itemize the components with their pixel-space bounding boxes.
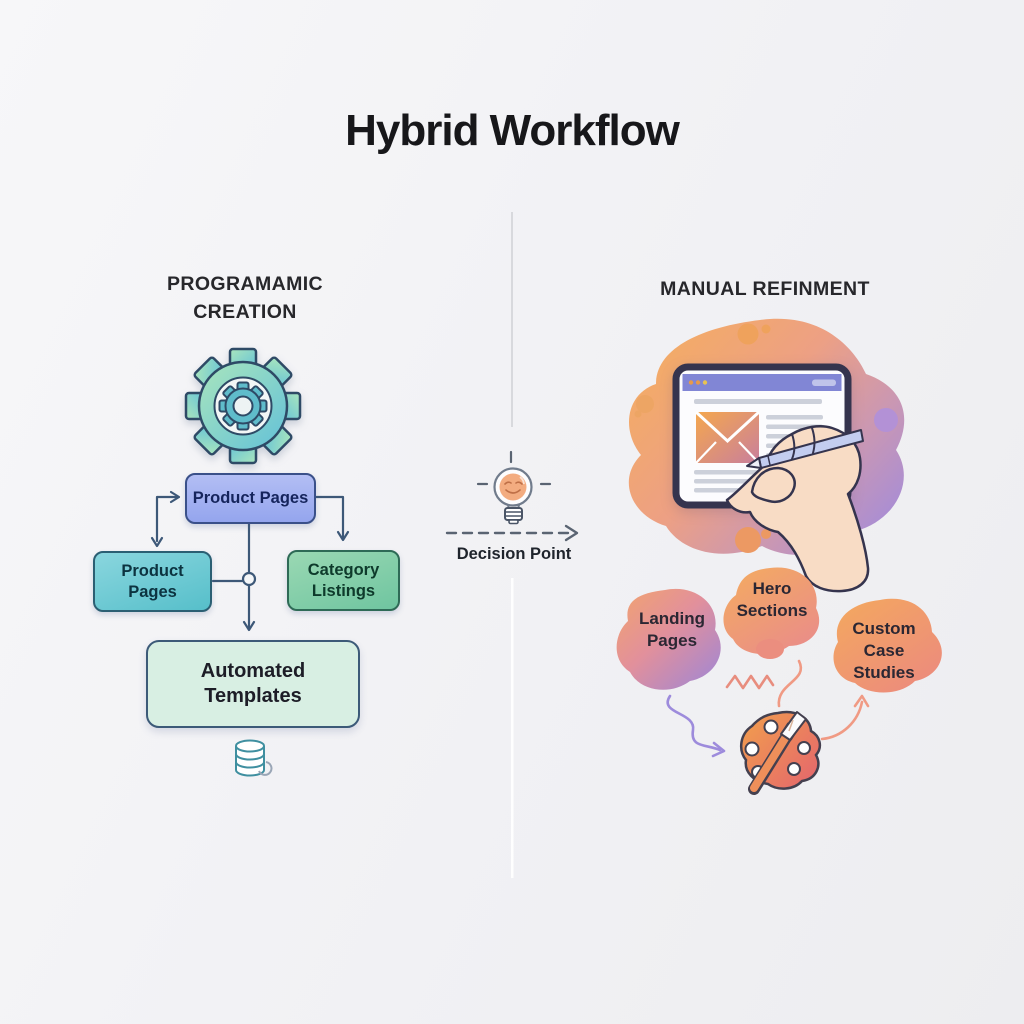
left-section-header: PROGRAMAMIC CREATION [166, 273, 324, 324]
curve-arrow-salmon [777, 659, 803, 708]
blob-custom-case-studies [833, 598, 942, 693]
node-category-listings: Category Listings [287, 550, 400, 611]
browser-top-bar [682, 374, 842, 391]
paintbrush-icon [748, 711, 807, 795]
hand-stylus-illustration [725, 425, 870, 593]
divider-line-bottom [511, 578, 514, 878]
flowchart-connectors [150, 490, 350, 632]
blob-landing-pages [616, 588, 721, 690]
squiggle-arrow-purple [666, 694, 726, 758]
blob-label-landing-pages: Landing Pages [638, 609, 706, 651]
node-product-pages-branch: Product Pages [93, 551, 212, 612]
blob-hero-sections [723, 567, 820, 659]
page-title: Hybrid Workflow [345, 106, 680, 155]
node-automated-templates: Automated Templates [146, 640, 360, 728]
blob-label-hero-sections: Hero Sections [736, 579, 808, 621]
blob-label-custom-case-studies: Custom Case Studies [852, 619, 916, 683]
envelope-icon [694, 410, 761, 464]
decision-arrow [445, 524, 579, 542]
database-icon [235, 739, 273, 777]
gear-icon [184, 347, 302, 465]
decision-point-label: Decision Point [456, 545, 572, 563]
up-arrow-salmon [820, 694, 870, 741]
stylus-icon [746, 429, 864, 469]
zigzag-squiggle [725, 674, 775, 690]
palette-icon [739, 710, 822, 795]
node-product-pages-source: Product Pages [185, 473, 316, 524]
lightbulb-icon [476, 450, 552, 525]
divider-line-top [511, 212, 513, 427]
hero-blob-dot [756, 639, 784, 659]
right-section-header: MANUAL REFINMENT [660, 278, 870, 300]
